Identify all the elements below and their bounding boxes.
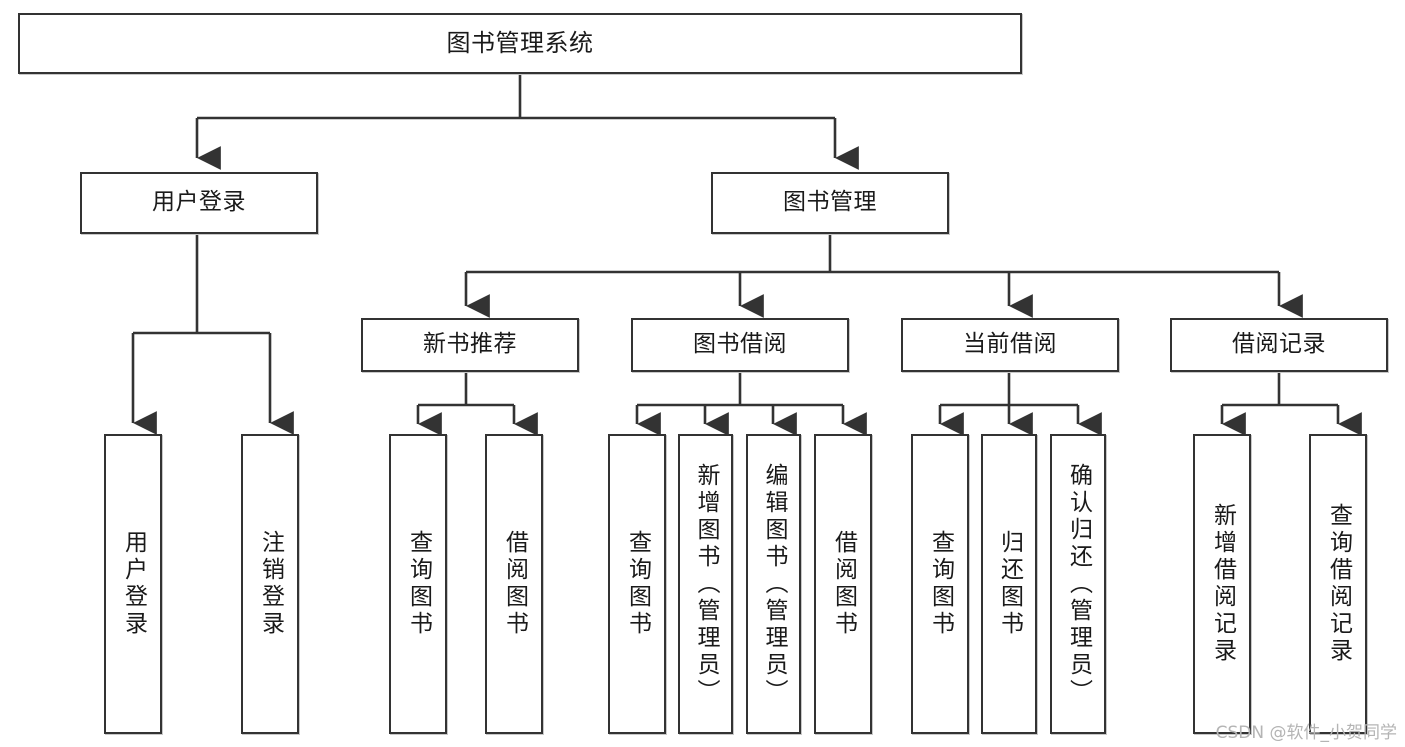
node-leaf-logout[interactable]: 注销登录 — [241, 434, 299, 734]
node-book-borrow[interactable]: 图书借阅 — [631, 318, 849, 372]
node-label: 新增借阅记录 — [1209, 503, 1236, 665]
node-leaf-confirm-return-admin[interactable]: 确认归还（管理员） — [1050, 434, 1106, 734]
node-leaf-add-borrow-record[interactable]: 新增借阅记录 — [1193, 434, 1251, 734]
node-leaf-query-book-recommend[interactable]: 查询图书 — [389, 434, 447, 734]
node-label: 注销登录 — [257, 530, 284, 638]
node-label: 借阅图书 — [501, 530, 528, 638]
node-label: 图书借阅 — [693, 331, 787, 358]
node-label: 查询图书 — [624, 530, 651, 638]
node-label: 查询图书 — [405, 530, 432, 638]
node-label: 编辑图书（管理员） — [761, 462, 787, 706]
node-label: 新增图书（管理员） — [693, 462, 719, 706]
node-label: 借阅图书 — [830, 530, 857, 638]
node-label: 图书管理系统 — [446, 29, 594, 58]
node-label: 归还图书 — [996, 530, 1023, 638]
node-root-system[interactable]: 图书管理系统 — [18, 13, 1022, 74]
node-label: 用户登录 — [120, 530, 147, 638]
node-label: 确认归还（管理员） — [1065, 462, 1092, 706]
node-label: 查询图书 — [927, 530, 954, 638]
node-label: 新书推荐 — [423, 331, 517, 358]
node-label: 当前借阅 — [963, 331, 1057, 358]
node-label: 图书管理 — [783, 189, 877, 216]
node-label: 用户登录 — [152, 189, 246, 216]
node-label: 查询借阅记录 — [1325, 503, 1352, 665]
node-leaf-query-book-borrow[interactable]: 查询图书 — [608, 434, 666, 734]
node-user-login[interactable]: 用户登录 — [80, 172, 318, 234]
node-leaf-add-book-admin[interactable]: 新增图书（管理员） — [678, 434, 733, 734]
node-leaf-user-login[interactable]: 用户登录 — [104, 434, 162, 734]
node-current-borrow[interactable]: 当前借阅 — [901, 318, 1119, 372]
node-new-book-recommend[interactable]: 新书推荐 — [361, 318, 579, 372]
node-leaf-query-borrow-record[interactable]: 查询借阅记录 — [1309, 434, 1367, 734]
node-book-management[interactable]: 图书管理 — [711, 172, 949, 234]
watermark-text: CSDN @软件_小贺同学 — [1215, 723, 1397, 743]
node-leaf-borrow-book[interactable]: 借阅图书 — [814, 434, 872, 734]
node-borrow-record[interactable]: 借阅记录 — [1170, 318, 1388, 372]
node-leaf-return-book[interactable]: 归还图书 — [981, 434, 1037, 734]
node-leaf-edit-book-admin[interactable]: 编辑图书（管理员） — [746, 434, 801, 734]
node-label: 借阅记录 — [1232, 331, 1326, 358]
node-leaf-borrow-book-recommend[interactable]: 借阅图书 — [485, 434, 543, 734]
node-leaf-query-book-current[interactable]: 查询图书 — [911, 434, 969, 734]
